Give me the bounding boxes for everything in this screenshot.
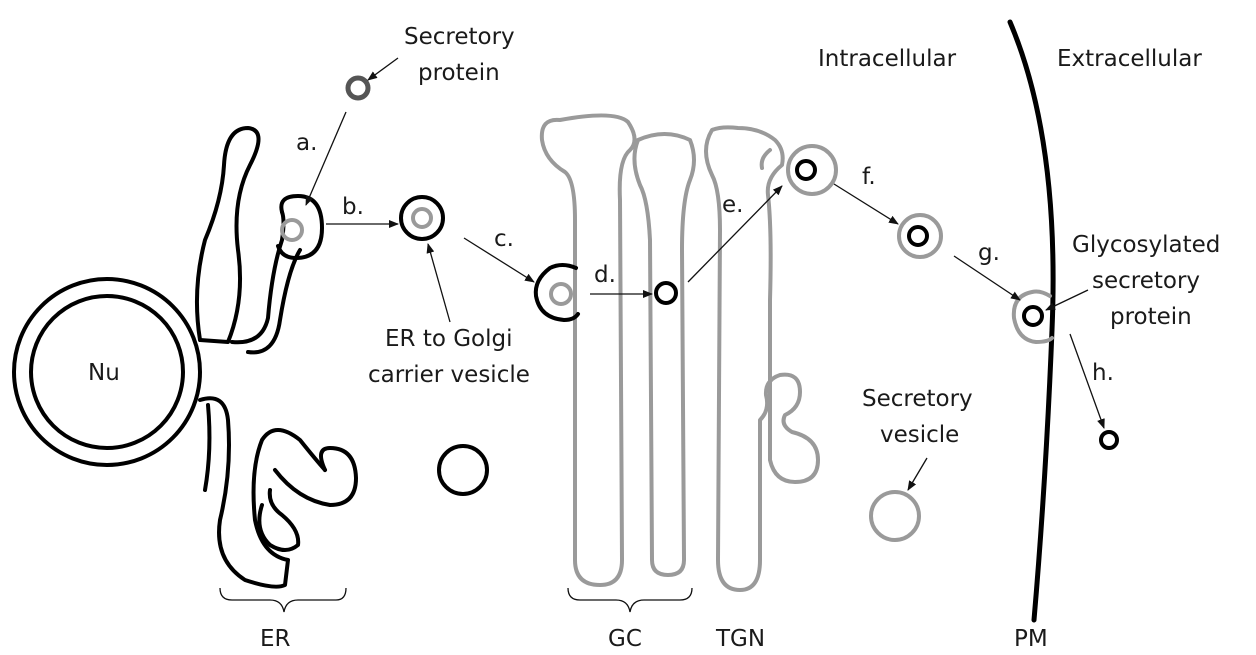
extracellular-label: Extracellular [1057,46,1202,72]
er-brace [220,588,346,612]
released-secretory-protein [1101,432,1117,448]
er-golgi-carrier-label: ER to Golgi carrier vesicle [368,326,530,388]
transport-vesicle [899,215,941,257]
step-d-label: d. [594,262,616,288]
arrow-secretory-vesicle-label [908,458,927,490]
nucleus-label: Nu [88,360,120,386]
step-c-label: c. [494,226,514,252]
step-a-label: a. [296,130,317,156]
er-label: ER [260,626,291,652]
golgi-cargo-protein [656,283,676,303]
cis-golgi-docking-vesicle [536,265,578,320]
arrow-secretory-label [368,58,398,80]
intracellular-label: Intracellular [818,46,957,72]
pm-label: PM [1014,626,1048,652]
arrow-er-golgi-label [428,244,450,322]
step-b-label: b. [342,194,364,220]
endoplasmic-reticulum [197,128,356,587]
secretory-vesicle-label: Secretory vesicle [862,386,980,448]
tgn-label: TGN [715,626,765,652]
gc-label: GC [608,626,642,652]
arrow-a [306,112,346,205]
golgi-complex [542,115,818,590]
step-h-label: h. [1092,360,1114,386]
er-free-vesicle [439,446,487,494]
secretory-protein-label: Secretory protein [404,24,522,86]
tgn-budding-vesicle [788,146,836,194]
er-golgi-carrier-vesicle [401,197,443,239]
gc-brace [568,588,692,612]
pathway-arrows [306,58,1104,490]
step-g-label: g. [978,240,1000,266]
step-f-label: f. [862,164,876,190]
secretory-vesicle [871,492,919,540]
glycosylated-protein-label: Glycosylated secretory protein [1072,232,1228,330]
arrow-f [834,184,898,224]
secretory-protein-molecule [348,78,368,98]
step-e-label: e. [722,192,743,218]
